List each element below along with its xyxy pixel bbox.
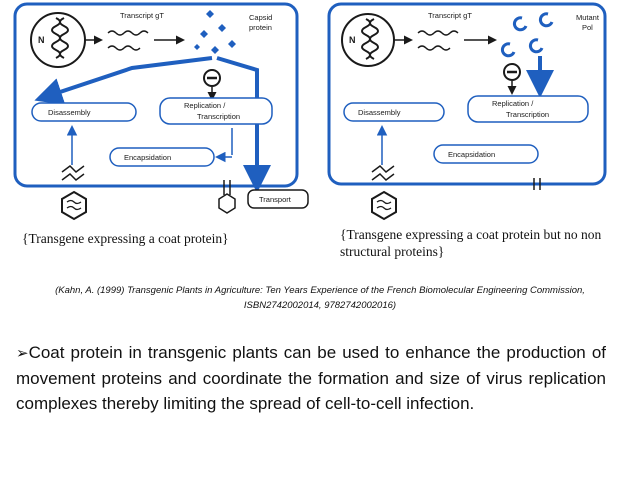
mutant-label-1: Mutant: [576, 13, 600, 22]
cell-wall: [327, 2, 607, 186]
reference-citation: (Kahn, A. (1999) Transgenic Plants in Ag…: [55, 285, 585, 311]
encapsidation-label: Encapsidation: [124, 153, 171, 162]
left-diagram: N Transcript gT Capsid protein Disassemb…: [13, 2, 309, 221]
arrow-to-disassembly: [34, 56, 213, 105]
arrow-to-transport: [216, 56, 271, 193]
mutant-pol-shapes: [500, 12, 554, 58]
transcript-label: Transcript gT: [428, 11, 472, 20]
encapsidation-box: [109, 147, 215, 167]
transport-box: [247, 189, 309, 209]
disassembly-box: [343, 102, 445, 122]
replication-box: [467, 95, 589, 123]
capsid-protein-dots: [194, 10, 236, 54]
transcript-label: Transcript gT: [120, 11, 164, 20]
transport-virion-icon: [218, 193, 236, 214]
encapsidation-box: [433, 144, 539, 164]
virion-icon: [371, 190, 397, 221]
replication-label-2: Transcription: [506, 110, 549, 119]
bullet-arrow-icon: ➢: [16, 345, 29, 362]
transcript-wave: [107, 30, 149, 36]
disassembly-label: Disassembly: [358, 108, 401, 117]
capsid-label-2: protein: [249, 23, 272, 32]
replication-label-1: Replication /: [492, 99, 534, 108]
membrane-break: [61, 165, 85, 173]
right-caption: {Transgene expressing a coat protein but…: [340, 227, 602, 259]
left-caption: {Transgene expressing a coat protein}: [22, 231, 229, 246]
capsid-label-1: Capsid: [249, 13, 272, 22]
cell-wall: [13, 2, 299, 188]
replication-label-2: Transcription: [197, 112, 240, 121]
encapsidation-label: Encapsidation: [448, 150, 495, 159]
virion-icon: [61, 190, 87, 221]
mutant-label-2: Pol: [582, 23, 593, 32]
disassembly-box: [31, 102, 137, 122]
nucleus-label: N: [349, 35, 356, 45]
bullet-point: ➢Coat protein in transgenic plants can b…: [16, 340, 606, 416]
bullet-text: Coat protein in transgenic plants can be…: [16, 343, 606, 413]
right-diagram: N Transcript gT Mutant Pol Disassembly R…: [327, 2, 607, 221]
replication-box: [159, 97, 273, 125]
transcript-wave: [417, 30, 459, 36]
replication-label-1: Replication /: [184, 101, 226, 110]
nucleus-label: N: [38, 35, 45, 45]
transport-label: Transport: [259, 195, 292, 204]
disassembly-label: Disassembly: [48, 108, 91, 117]
membrane-break: [371, 165, 395, 173]
